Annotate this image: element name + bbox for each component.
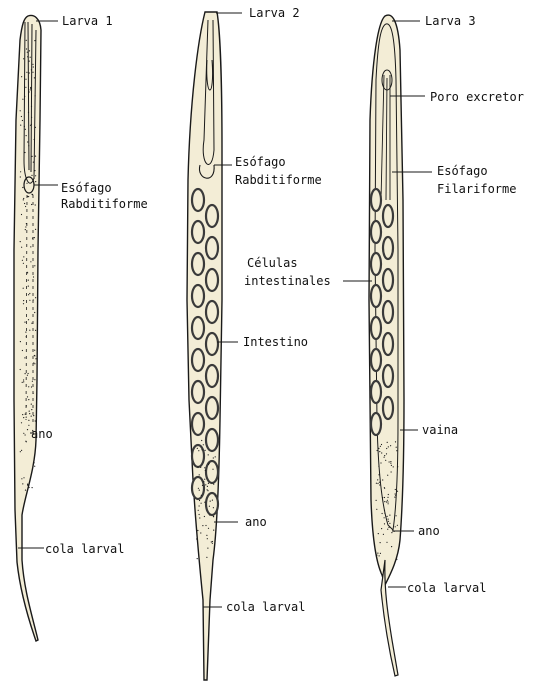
label-poro-excretor: Poro excretor <box>430 90 524 104</box>
larva-2-intestinal-cell <box>192 381 204 403</box>
label-ano-3: ano <box>418 524 440 538</box>
label-celulas-line1: Células <box>247 256 298 270</box>
larva-3 <box>343 15 432 676</box>
label-esofago-3-line1: Esófago <box>437 164 488 178</box>
larva-2-intestinal-cell <box>206 237 218 259</box>
label-ano-1: ano <box>31 427 53 441</box>
larva-2-intestinal-cell <box>206 461 218 483</box>
larva-3-intestinal-cell <box>383 205 393 227</box>
label-esofago-1-line2: Rabditiforme <box>61 197 148 211</box>
larva-3-intestinal-cell <box>383 237 393 259</box>
larva-2-intestinal-cell <box>192 413 204 435</box>
larva-2-intestinal-cell <box>206 365 218 387</box>
larva-3-intestinal-cell <box>371 413 381 435</box>
larva-2-intestinal-cell <box>192 285 204 307</box>
larva-1-body <box>14 16 41 641</box>
larva-3-intestinal-cell <box>371 221 381 243</box>
label-larva-1: Larva 1 <box>62 14 113 28</box>
label-cola-1: cola larval <box>45 542 124 556</box>
label-esofago-1-line1: Esófago <box>61 181 112 195</box>
label-larva-3: Larva 3 <box>425 14 476 28</box>
label-esofago-3-line2: Filariforme <box>437 182 516 196</box>
larva-3-intestinal-cell <box>371 253 381 275</box>
larva-2-intestinal-cell <box>206 397 218 419</box>
larva-2-intestinal-cell <box>192 317 204 339</box>
larva-2-intestinal-cell <box>206 429 218 451</box>
larva-3-intestinal-cell <box>383 365 393 387</box>
larva-2-intestinal-cell <box>192 445 204 467</box>
larva-2-intestinal-cell <box>206 493 218 515</box>
larva-2-intestinal-cell <box>192 253 204 275</box>
larva-2 <box>187 12 242 680</box>
larva-3-intestinal-cell <box>371 285 381 307</box>
larva-3-intestinal-cell <box>371 189 381 211</box>
larva-2-intestinal-cell <box>206 269 218 291</box>
label-celulas-line2: intestinales <box>244 274 331 288</box>
larva-2-intestinal-cell <box>192 221 204 243</box>
label-esofago-2-line1: Esófago <box>235 155 286 169</box>
label-ano-2: ano <box>245 515 267 529</box>
larva-2-intestinal-cell <box>206 301 218 323</box>
larva-3-intestinal-cell <box>371 381 381 403</box>
label-vaina: vaina <box>422 423 458 437</box>
label-intestino: Intestino <box>243 335 308 349</box>
larva-3-intestinal-cell <box>383 301 393 323</box>
label-cola-3: cola larval <box>407 581 486 595</box>
larva-2-intestinal-cell <box>192 349 204 371</box>
larva-3-intestinal-cell <box>383 333 393 355</box>
label-larva-2: Larva 2 <box>249 6 300 20</box>
label-cola-2: cola larval <box>226 600 305 614</box>
larva-2-intestinal-cell <box>206 205 218 227</box>
larva-3-intestinal-cell <box>383 269 393 291</box>
larva-2-intestinal-cell <box>192 189 204 211</box>
larva-3-intestinal-cell <box>383 397 393 419</box>
larva-2-intestinal-cell <box>206 333 218 355</box>
larva-3-intestinal-cell <box>371 349 381 371</box>
label-esofago-2-line2: Rabditiforme <box>235 173 322 187</box>
larva-3-intestinal-cell <box>371 317 381 339</box>
